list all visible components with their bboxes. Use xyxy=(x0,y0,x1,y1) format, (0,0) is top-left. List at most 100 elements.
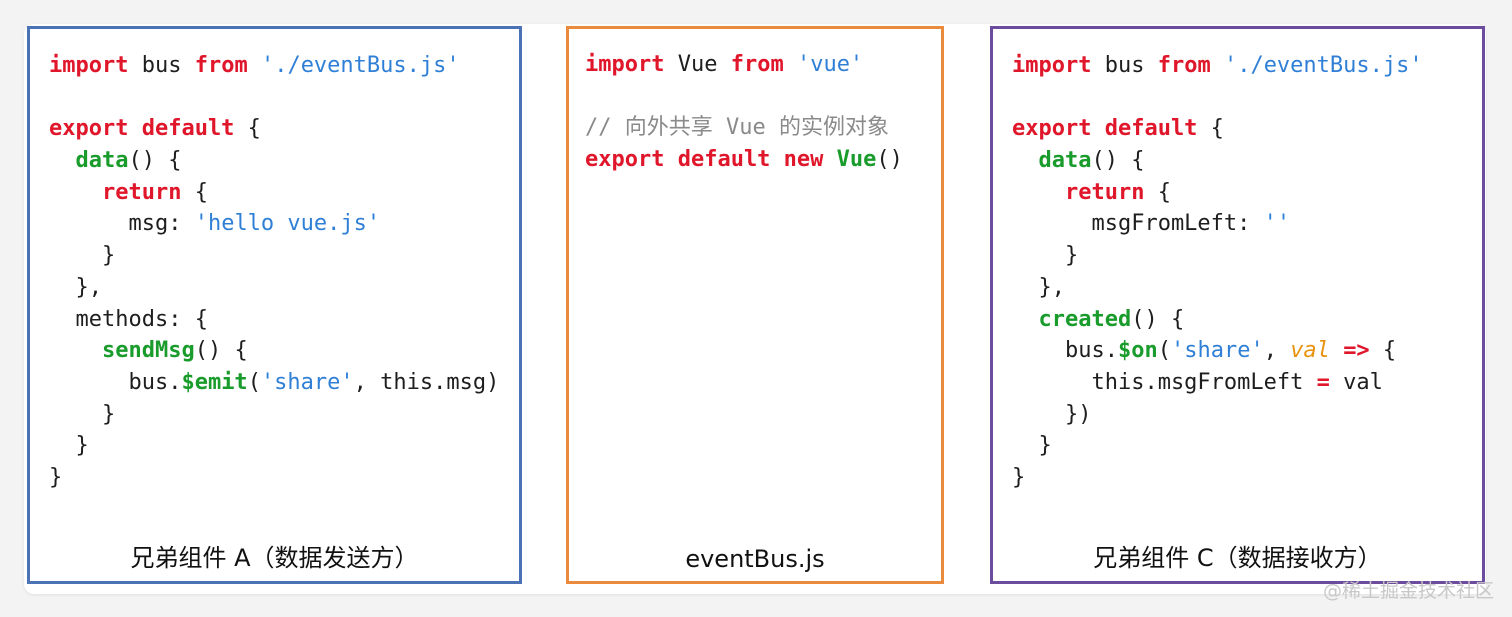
code-text: () { xyxy=(1091,148,1145,174)
code-line: import bus from './eventBus.js' xyxy=(49,50,499,82)
code-block-c: import bus from './eventBus.js' export de… xyxy=(1012,50,1423,494)
watermark: @稀土掘金技术社区 xyxy=(1322,580,1494,602)
code-text: methods: { xyxy=(49,306,208,332)
code-text: () xyxy=(876,147,903,173)
code-text xyxy=(1012,307,1039,332)
code-line: } xyxy=(49,399,499,431)
code-line: } xyxy=(49,462,499,494)
code-line: sendMsg() { xyxy=(49,335,499,367)
code-text: , xyxy=(1263,338,1291,364)
code-function: Vue xyxy=(836,147,877,173)
code-line: import Vue from 'vue' xyxy=(585,49,903,81)
code-function: $emit xyxy=(181,369,248,395)
code-line: } xyxy=(1012,462,1423,494)
code-keyword: import xyxy=(585,52,665,77)
code-text: } xyxy=(1012,464,1026,490)
code-text: } xyxy=(49,243,116,269)
code-text: bus. xyxy=(1012,338,1118,364)
code-text: bus. xyxy=(49,369,182,395)
code-line: }, xyxy=(1012,272,1423,304)
code-text: { xyxy=(1197,116,1224,142)
code-line: msgFromLeft: '' xyxy=(1012,208,1423,240)
code-text: Vue xyxy=(664,52,731,77)
code-line: bus.$on('share', val => { xyxy=(1012,335,1423,367)
code-text: } xyxy=(49,401,116,427)
code-function: created xyxy=(1038,306,1132,332)
code-keyword: import xyxy=(1012,53,1092,78)
panel-label-a: 兄弟组件 A（数据发送方） xyxy=(130,544,419,572)
code-text: } xyxy=(1012,243,1079,269)
code-text: { xyxy=(234,116,261,142)
code-line: } xyxy=(1012,240,1423,272)
code-keyword: = xyxy=(1316,369,1330,395)
code-string: 'vue' xyxy=(796,52,864,77)
code-text xyxy=(49,148,76,173)
code-string: 'share' xyxy=(1170,338,1264,364)
code-string: './eventBus.js' xyxy=(1223,53,1423,78)
code-keyword: return xyxy=(1064,179,1145,205)
code-text: msg: xyxy=(49,211,195,237)
code-line: } xyxy=(49,430,499,462)
code-keyword: export default xyxy=(49,116,235,142)
code-text: () { xyxy=(1131,306,1185,332)
code-keyword: import xyxy=(49,53,129,78)
code-line: export default { xyxy=(1012,113,1423,145)
code-text: , this.msg) xyxy=(353,369,500,395)
code-text xyxy=(248,53,261,78)
code-text: }, xyxy=(49,274,102,300)
code-text: ( xyxy=(247,369,261,395)
panel-label-b: eventBus.js xyxy=(685,545,825,573)
code-line xyxy=(585,81,903,113)
code-string: 'share' xyxy=(260,369,354,395)
code-text xyxy=(823,147,836,172)
code-function: data xyxy=(1038,148,1092,174)
code-text xyxy=(49,180,102,205)
code-line: }, xyxy=(49,272,499,304)
code-text: } xyxy=(49,433,89,459)
code-line: export default { xyxy=(49,113,499,145)
code-text xyxy=(1211,53,1224,78)
code-text xyxy=(49,338,102,363)
code-line: return { xyxy=(1012,177,1423,209)
code-line: } xyxy=(1012,430,1423,462)
panel-sibling-component-a: import bus from './eventBus.js' export de… xyxy=(27,26,522,584)
code-text xyxy=(1012,148,1039,173)
code-line: }) xyxy=(1012,399,1423,431)
code-keyword: from xyxy=(194,53,248,78)
code-line: } xyxy=(49,240,499,272)
code-text: msgFromLeft: xyxy=(1012,211,1264,237)
code-string: './eventBus.js' xyxy=(260,53,460,78)
code-text: { xyxy=(1144,179,1171,205)
code-function: data xyxy=(75,148,129,174)
code-text: }, xyxy=(1012,274,1065,300)
code-line: return { xyxy=(49,177,499,209)
code-text: bus xyxy=(128,53,195,78)
code-line: import bus from './eventBus.js' xyxy=(1012,50,1423,82)
code-block-a: import bus from './eventBus.js' export de… xyxy=(49,50,499,494)
code-line xyxy=(1012,82,1423,114)
code-string: '' xyxy=(1263,211,1291,237)
code-line xyxy=(49,82,499,114)
code-keyword: => xyxy=(1343,338,1370,364)
code-text: { xyxy=(181,179,208,205)
code-text: } xyxy=(49,464,63,490)
code-line: export default new Vue() xyxy=(585,144,903,176)
code-text: { xyxy=(1369,338,1397,364)
code-keyword: from xyxy=(730,52,784,77)
code-text: } xyxy=(1012,433,1052,459)
code-text: val xyxy=(1329,369,1383,395)
panel-sibling-component-c: import bus from './eventBus.js' export de… xyxy=(990,26,1485,584)
code-text xyxy=(1330,338,1343,363)
code-text xyxy=(1012,180,1065,205)
code-text: ( xyxy=(1157,338,1171,364)
code-function: sendMsg xyxy=(101,338,195,364)
code-line: // 向外共享 Vue 的实例对象 xyxy=(585,112,903,144)
code-text: () { xyxy=(128,148,182,174)
code-keyword: export default new xyxy=(585,147,824,173)
code-line: this.msgFromLeft = val xyxy=(1012,367,1423,399)
code-keyword: from xyxy=(1157,53,1211,78)
code-text: }) xyxy=(1012,401,1092,427)
code-text: () { xyxy=(194,338,248,364)
code-param: val xyxy=(1290,338,1330,364)
